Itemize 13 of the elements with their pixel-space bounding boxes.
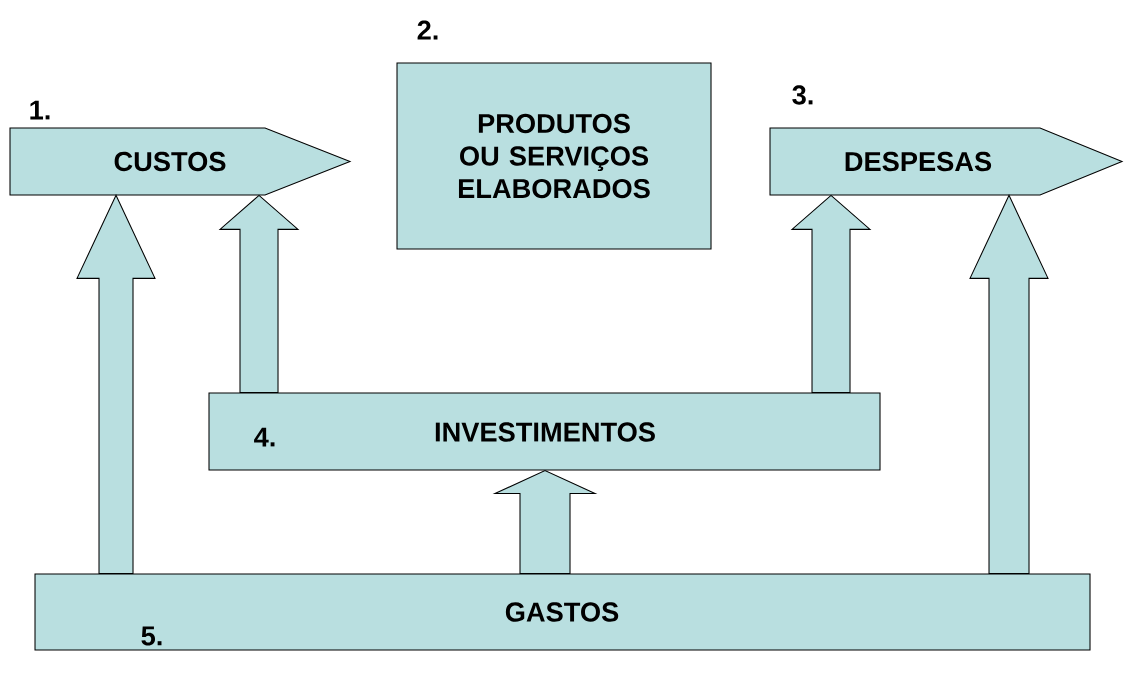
process-box: PRODUTOS OU SERVIÇOS ELABORADOS — [396, 62, 712, 250]
process-box: 4. INVESTIMENTOS — [208, 392, 881, 471]
step-number: 3. — [792, 85, 813, 105]
block-arrow — [76, 194, 156, 574]
step-number: 1. — [30, 100, 50, 120]
block-arrow — [969, 194, 1049, 574]
step-number: 2. — [417, 20, 438, 40]
step-number: 5. — [141, 626, 162, 646]
step-number: 4. — [254, 427, 275, 447]
process-box: 5. GASTOS — [34, 573, 1091, 651]
block-arrow — [492, 469, 598, 574]
block-arrow — [790, 194, 872, 393]
block-arrow — [218, 194, 300, 393]
